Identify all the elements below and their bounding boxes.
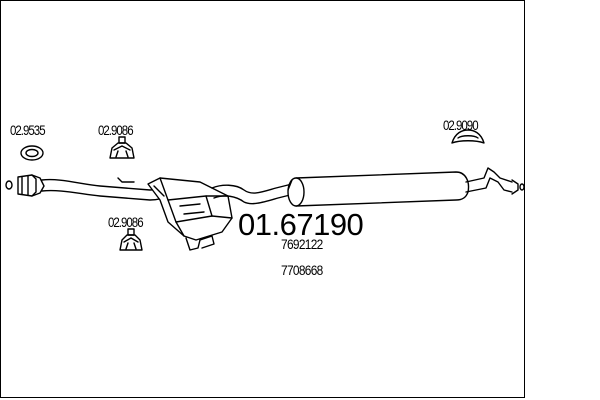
rubber-mount-icon bbox=[119, 228, 143, 251]
intermediate-pipe bbox=[211, 183, 295, 205]
rubber-mount-icon bbox=[109, 136, 135, 159]
reference-number-1: 7692122 bbox=[281, 236, 323, 252]
front-pipe bbox=[41, 177, 171, 201]
component-label-rubber-mount-top: 02.9086 bbox=[98, 122, 134, 138]
rubber-hanger-icon bbox=[451, 129, 485, 144]
main-part-number: 01.67190 bbox=[238, 207, 364, 242]
rear-silencer bbox=[287, 171, 470, 207]
ring-gasket-icon bbox=[20, 145, 44, 161]
component-label-ring-gasket: 02.9535 bbox=[10, 122, 46, 138]
front-flange bbox=[5, 174, 45, 197]
reference-number-2: 7708668 bbox=[281, 262, 323, 278]
tail-pipe bbox=[465, 167, 525, 195]
diagram-frame bbox=[0, 0, 525, 398]
component-label-rubber-hanger: 02.9090 bbox=[443, 117, 479, 133]
component-label-rubber-mount-bottom: 02.9086 bbox=[108, 214, 144, 230]
center-silencer bbox=[147, 177, 233, 251]
